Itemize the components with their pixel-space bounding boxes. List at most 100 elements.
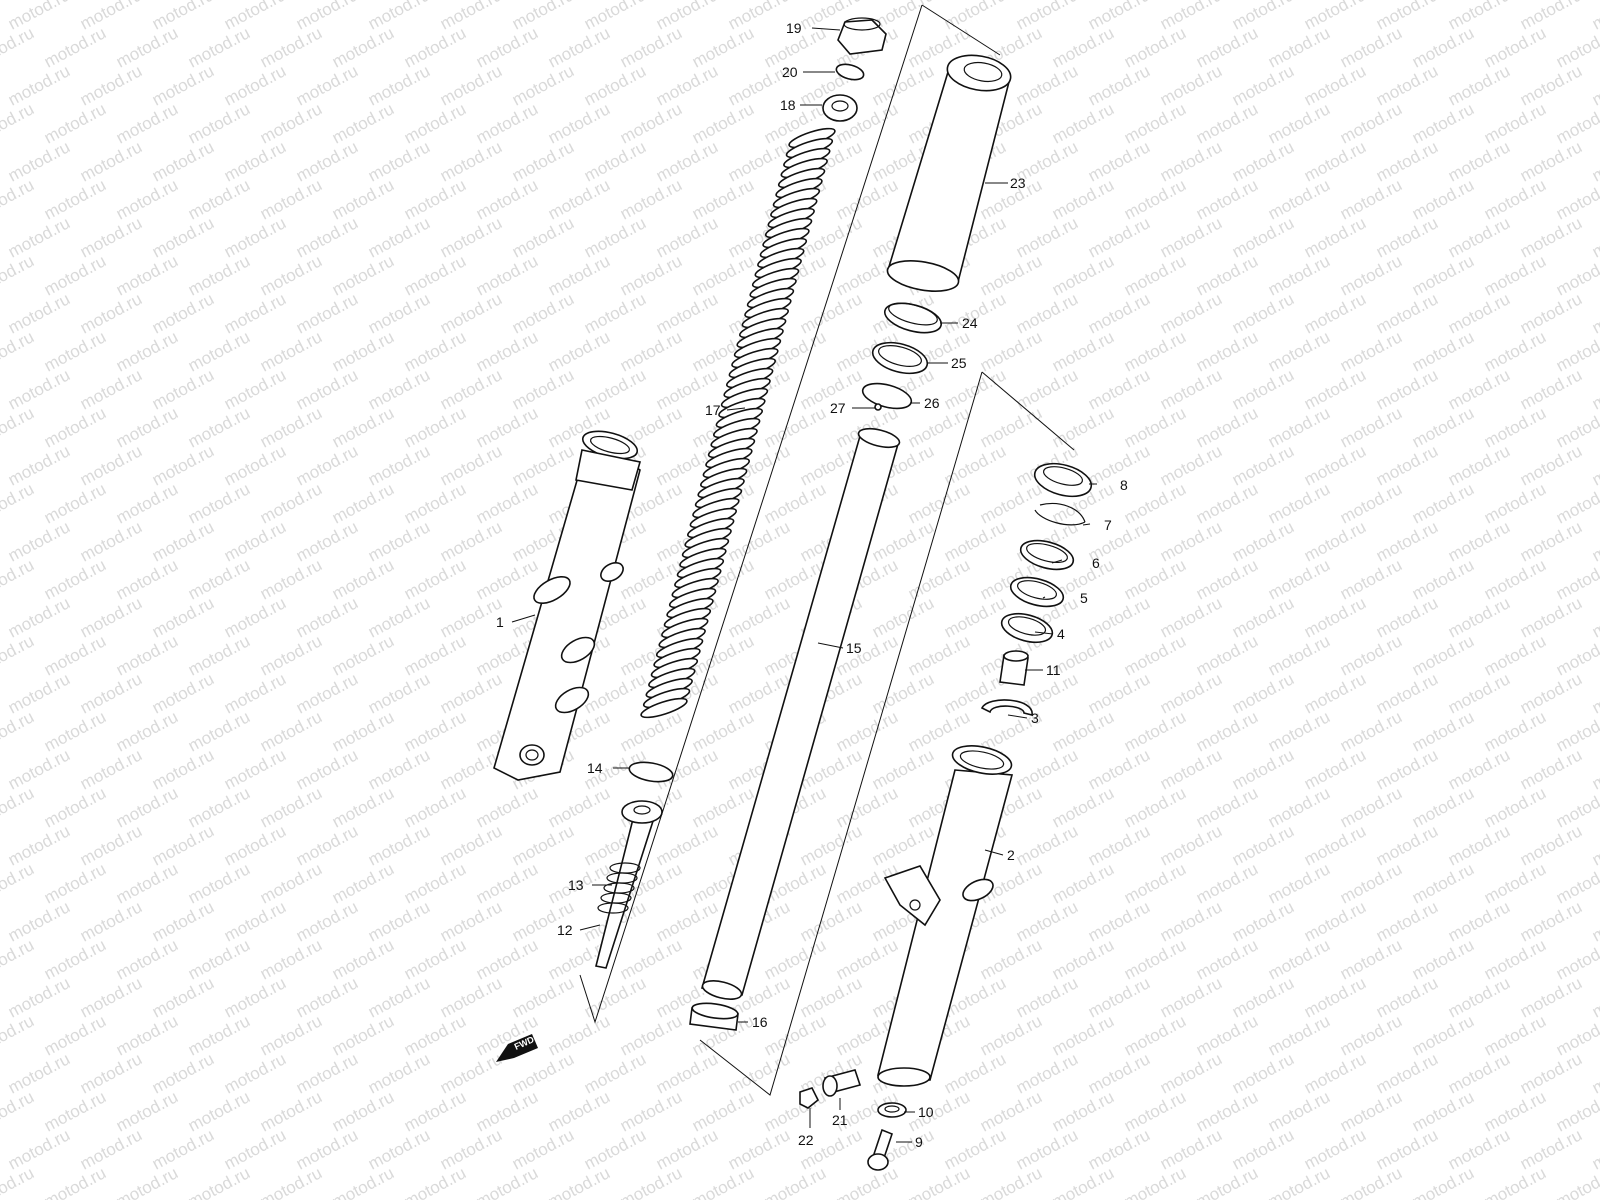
watermark-text: motod.ru [149,289,217,337]
watermark-text: motod.ru [1301,61,1369,109]
cap-bolt [837,17,887,55]
ring-14 [628,761,674,783]
watermark-text: motod.ru [1589,213,1600,261]
washer-5 [1009,576,1065,608]
watermark-text: motod.ru [5,61,73,109]
watermark-text: motod.ru [221,0,289,34]
watermark-text: motod.ru [41,631,109,679]
watermark-text: motod.ru [1013,973,1081,1021]
watermark-text: motod.ru [509,973,577,1021]
watermark-text: motod.ru [545,327,613,375]
watermark-text: motod.ru [0,99,37,147]
watermark-text: motod.ru [1445,0,1513,34]
watermark-text: motod.ru [1193,1011,1261,1059]
watermark-text: motod.ru [1445,441,1513,489]
watermark-text: motod.ru [1517,745,1585,793]
watermark-text: motod.ru [1157,0,1225,34]
watermark-text: motod.ru [1265,1011,1333,1059]
watermark-text: motod.ru [1517,137,1585,185]
watermark-text: motod.ru [1337,935,1405,983]
callout-12: 12 [557,922,573,938]
watermark-text: motod.ru [113,783,181,831]
watermark-text: motod.ru [1193,403,1261,451]
watermark-text: motod.ru [1337,327,1405,375]
watermark-text: motod.ru [1337,99,1405,147]
watermark-text: motod.ru [1229,1125,1297,1173]
watermark-text: motod.ru [1157,289,1225,337]
watermark-text: motod.ru [437,1049,505,1097]
callout-7: 7 [1104,517,1112,533]
watermark-text: motod.ru [1121,707,1189,755]
watermark-text: motod.ru [689,23,757,71]
watermark-text: motod.ru [1193,175,1261,223]
watermark-text: motod.ru [1193,251,1261,299]
watermark-text: motod.ru [725,593,793,641]
watermark-text: motod.ru [0,859,37,907]
watermark-text: motod.ru [257,1087,325,1135]
watermark-text: motod.ru [1409,631,1477,679]
watermark-text: motod.ru [581,61,649,109]
watermark-text: motod.ru [0,631,37,679]
watermark-text: motod.ru [437,669,505,717]
watermark-text: motod.ru [1589,593,1600,641]
watermark-text: motod.ru [257,175,325,223]
watermark-text: motod.ru [1013,821,1081,869]
watermark-text: motod.ru [653,897,721,945]
watermark-text: motod.ru [365,0,433,34]
callout-6: 6 [1092,555,1100,571]
watermark-text: motod.ru [1445,897,1513,945]
watermark-text: motod.ru [581,213,649,261]
watermark-text: motod.ru [581,1125,649,1173]
watermark-text: motod.ru [221,593,289,641]
watermark-text: motod.ru [1337,1011,1405,1059]
watermark-text: motod.ru [509,137,577,185]
watermark-text: motod.ru [1049,707,1117,755]
watermark-text: motod.ru [1301,441,1369,489]
watermark-text: motod.ru [1193,555,1261,603]
watermark-text: motod.ru [1445,1049,1513,1097]
watermark-text: motod.ru [293,669,361,717]
watermark-text: motod.ru [77,1049,145,1097]
watermark-text: motod.ru [1373,745,1441,793]
watermark-text: motod.ru [617,935,685,983]
watermark-text: motod.ru [1193,631,1261,679]
watermark-text: motod.ru [185,403,253,451]
watermark-text: motod.ru [185,1087,253,1135]
watermark-text: motod.ru [1481,479,1549,527]
watermark-text: motod.ru [257,479,325,527]
watermark-text: motod.ru [221,137,289,185]
watermark-text: motod.ru [1409,1087,1477,1135]
watermark-text: motod.ru [797,821,865,869]
watermark-text: motod.ru [761,935,829,983]
callout-3: 3 [1031,710,1039,726]
watermark-text: motod.ru [41,859,109,907]
fork-spring [640,127,836,719]
watermark-text: motod.ru [365,137,433,185]
watermark-text: motod.ru [257,403,325,451]
watermark-text: motod.ru [293,593,361,641]
watermark-text: motod.ru [1589,0,1600,34]
watermark-text: motod.ru [437,1125,505,1173]
watermark-text: motod.ru [293,821,361,869]
watermark-text: motod.ru [149,821,217,869]
watermark-text: motod.ru [401,327,469,375]
watermark-text: motod.ru [509,213,577,261]
watermark-text: motod.ru [1265,555,1333,603]
watermark-text: motod.ru [185,859,253,907]
watermark-text: motod.ru [365,669,433,717]
watermark-text: motod.ru [473,175,541,223]
watermark-text: motod.ru [293,0,361,34]
watermark-text: motod.ru [1085,0,1153,34]
watermark-text: motod.ru [221,1049,289,1097]
watermark-text: motod.ru [149,1125,217,1173]
watermark-text: motod.ru [1373,517,1441,565]
watermark-text: motod.ru [1193,479,1261,527]
watermark-text: motod.ru [977,403,1045,451]
watermark-text: motod.ru [1121,251,1189,299]
watermark-text: motod.ru [1229,1049,1297,1097]
watermark-text: motod.ru [689,175,757,223]
watermark-text: motod.ru [401,251,469,299]
watermark-text: motod.ru [617,99,685,147]
watermark-text: motod.ru [113,403,181,451]
watermark-text: motod.ru [1157,213,1225,261]
